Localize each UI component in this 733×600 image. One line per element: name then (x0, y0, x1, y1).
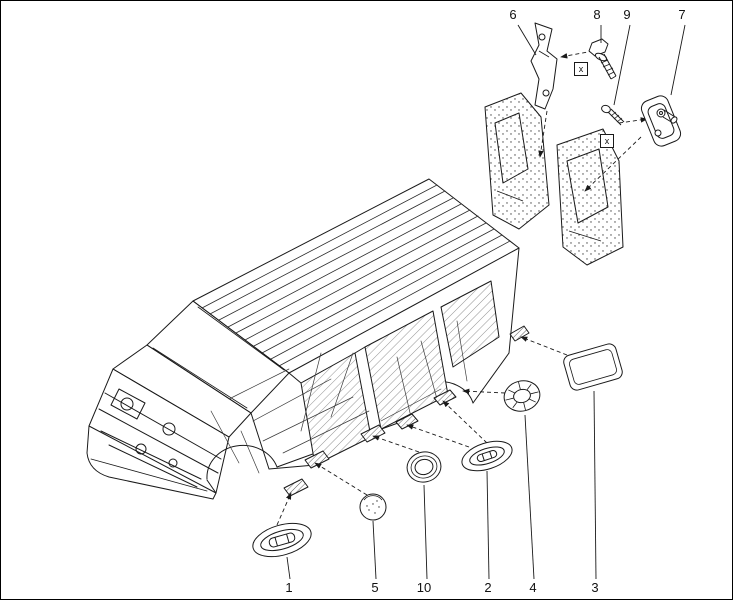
plug-hole-patches (283, 325, 530, 497)
front-end-structure (86, 368, 230, 500)
part-7-striker (640, 95, 682, 147)
windshield-frame (112, 300, 290, 438)
part-4-flanged-grommet (503, 380, 541, 412)
callout-label-5: 5 (371, 580, 379, 595)
rear-door-panels (484, 92, 624, 266)
bottom-parts (252, 343, 623, 558)
callout-label-7: 7 (678, 7, 686, 22)
part-2-oval-plug (461, 440, 513, 472)
part-8-bolt (588, 38, 617, 80)
part-1-oval-plug (252, 522, 312, 558)
callout-label-6: 6 (509, 7, 517, 22)
assembly-leader-lines-top (538, 50, 648, 192)
callout-label-9: 9 (623, 7, 631, 22)
torque-marker-x-1: x (574, 62, 588, 76)
part-5-round-plug (359, 493, 387, 521)
callout-label-2: 2 (484, 580, 492, 595)
interior-lines (210, 320, 468, 474)
part-6-bracket (530, 22, 558, 110)
callout-label-4: 4 (529, 580, 537, 595)
callout-label-10: 10 (416, 580, 432, 595)
van-body-wireframe (86, 178, 530, 500)
roof-ribs (201, 184, 511, 367)
part-10-ring-grommet (406, 451, 442, 483)
rear-door-panel-right (556, 128, 624, 266)
torque-marker-x-2: x (600, 134, 614, 148)
assembly-leader-lines-bottom (276, 336, 568, 526)
rear-door-panel-left (484, 92, 550, 230)
part-9-bolt (601, 104, 625, 126)
callout-label-1: 1 (285, 580, 293, 595)
part-3-cover-plate (563, 343, 623, 391)
callout-label-3: 3 (591, 580, 599, 595)
door-openings (288, 280, 500, 466)
callout-label-8: 8 (593, 7, 601, 22)
top-parts (530, 22, 682, 147)
callout-label-lines (286, 24, 686, 580)
